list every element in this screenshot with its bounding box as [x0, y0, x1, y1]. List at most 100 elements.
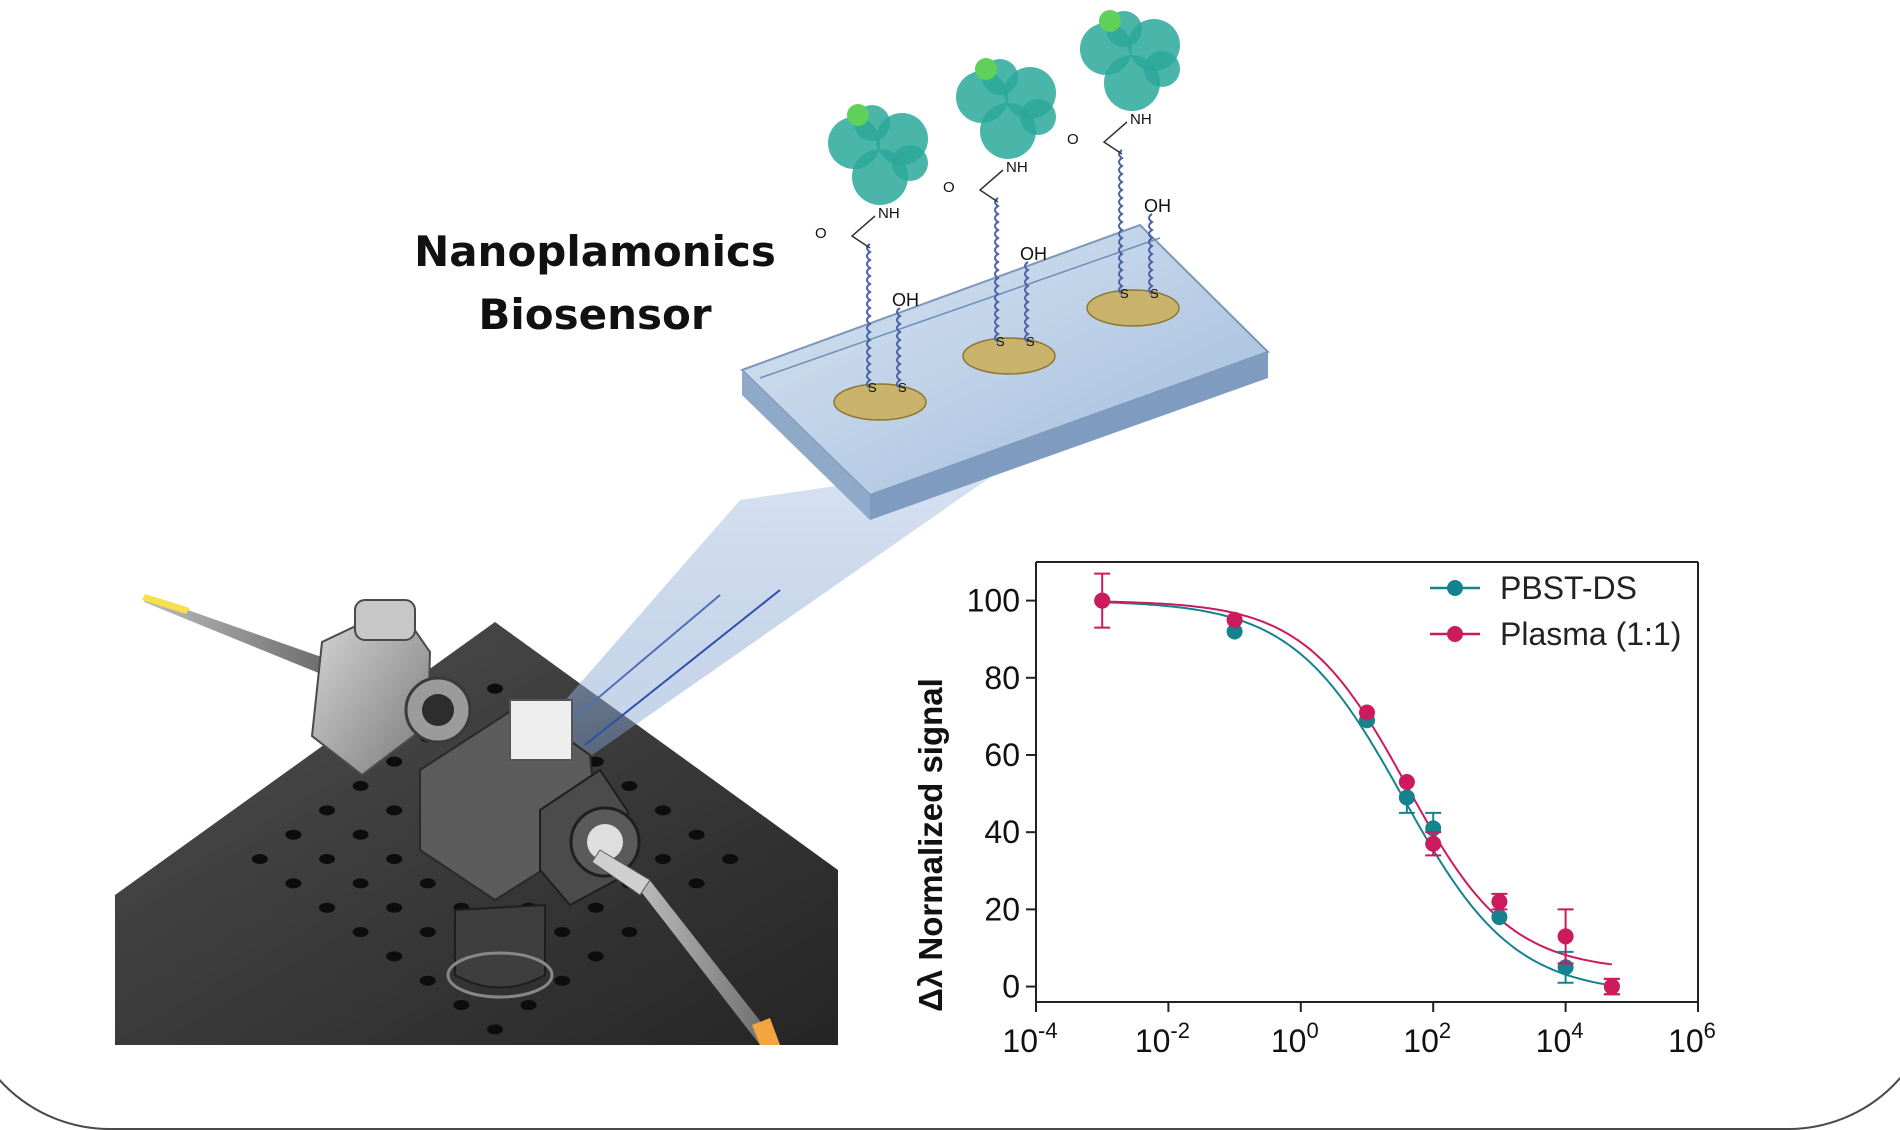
- table-hole: [688, 829, 705, 840]
- output-fiber-tip: [752, 1018, 780, 1045]
- x-tick-label: 100: [1271, 1018, 1319, 1059]
- table-hole: [352, 927, 369, 938]
- input-fiber: [144, 596, 330, 676]
- data-point: [1425, 835, 1442, 852]
- fiber-mount-right: [539, 768, 651, 907]
- fiber-tip-glow: [142, 594, 190, 614]
- table-hole: [352, 878, 369, 889]
- y-tick-label: 20: [984, 891, 1020, 927]
- table-hole: [487, 683, 503, 694]
- amide-label: NH: [1006, 159, 1028, 176]
- table-hole: [352, 781, 369, 792]
- table-hole: [621, 927, 638, 938]
- title-line-2: Biosensor: [478, 290, 712, 339]
- legend-label: PBST-DS: [1500, 570, 1637, 606]
- amide-bond: [978, 169, 1004, 203]
- table-hole: [688, 878, 705, 889]
- table-hole: [419, 927, 436, 938]
- data-point: [1398, 789, 1415, 806]
- data-point: [1491, 909, 1508, 926]
- output-fiber: [636, 878, 775, 1045]
- data-point: [1226, 611, 1243, 628]
- table-hole: [722, 854, 739, 865]
- data-point: [1557, 928, 1574, 945]
- y-tick-label: 100: [967, 583, 1020, 619]
- gold-nanodisks: [833, 289, 1180, 421]
- hydroxyl-chain: [1148, 213, 1154, 295]
- hydroxyl-label: OH: [1144, 196, 1171, 216]
- table-hole: [587, 902, 604, 913]
- sulfur-label: S: [1120, 286, 1129, 301]
- carbonyl-label: O: [1067, 131, 1079, 148]
- sulfur-label: S: [898, 380, 907, 395]
- table-hole: [285, 829, 302, 840]
- antigen-dot: [975, 58, 997, 80]
- data-point: [1359, 704, 1375, 721]
- data-point: [1226, 623, 1243, 640]
- table-hole: [621, 781, 638, 792]
- legend-marker: [1447, 626, 1463, 642]
- amide-bond: [1102, 121, 1128, 155]
- hydroxyl-label: OH: [892, 290, 919, 310]
- title-line-1: Nanoplamonics: [414, 227, 776, 276]
- table-hole: [386, 854, 403, 865]
- table-hole: [554, 927, 571, 938]
- sulfur-label: S: [1150, 286, 1159, 301]
- linker-chain: [1118, 149, 1124, 295]
- sulfur-label: S: [1026, 334, 1035, 349]
- legend-marker: [1447, 580, 1463, 596]
- sulfur-label: S: [868, 380, 877, 395]
- table-hole: [319, 805, 335, 816]
- table-hole: [487, 1024, 503, 1035]
- x-tick-label: 106: [1668, 1018, 1716, 1059]
- fit-curves: [1102, 600, 1613, 987]
- fit-curve: [1102, 600, 1613, 966]
- table-hole: [352, 829, 369, 840]
- chart-legend: PBST-DS Plasma (1:1): [1430, 570, 1681, 652]
- table-hole: [251, 854, 268, 865]
- figure-title: Nanoplamonics Biosensor: [330, 220, 860, 346]
- table-hole: [554, 975, 571, 986]
- hydroxyl-chain: [896, 307, 902, 389]
- linker-chain: [866, 243, 872, 389]
- table-hole: [319, 854, 335, 865]
- table-hole: [319, 902, 335, 913]
- y-tick-label: 0: [1002, 969, 1020, 1005]
- data-point: [1491, 893, 1508, 910]
- data-points: [1094, 572, 1620, 996]
- antigen-dot: [847, 104, 869, 126]
- table-hole: [419, 878, 436, 889]
- y-tick-label: 80: [984, 660, 1020, 696]
- legend-label: Plasma (1:1): [1500, 616, 1681, 652]
- table-hole: [386, 902, 403, 913]
- table-hole: [453, 1000, 470, 1011]
- carbonyl-label: O: [943, 179, 955, 196]
- hydroxyl-label: OH: [1020, 244, 1047, 264]
- linker-chain: [994, 197, 1000, 343]
- y-tick-label: 60: [984, 737, 1020, 773]
- fiber-mount-left: [310, 599, 472, 777]
- table-hole: [587, 951, 604, 962]
- amide-label: NH: [878, 205, 900, 222]
- data-point: [1603, 978, 1620, 995]
- fit-curve: [1102, 601, 1613, 987]
- hydroxyl-chain: [1024, 261, 1030, 343]
- antigen-dot: [1099, 10, 1121, 32]
- table-hole: [386, 951, 403, 962]
- antibody-blob: [892, 145, 928, 181]
- table-hole: [655, 854, 671, 865]
- y-tick-label: 40: [984, 814, 1020, 850]
- carbonyl-label: O: [815, 225, 827, 242]
- amide-label: NH: [1130, 111, 1152, 128]
- x-tick-label: 10-2: [1135, 1018, 1190, 1059]
- table-hole: [285, 878, 302, 889]
- x-tick-label: 104: [1536, 1018, 1584, 1059]
- antibody-blob: [1144, 51, 1180, 87]
- table-hole: [386, 805, 403, 816]
- data-point: [1398, 774, 1415, 790]
- x-tick-label: 10-4: [1002, 1018, 1057, 1059]
